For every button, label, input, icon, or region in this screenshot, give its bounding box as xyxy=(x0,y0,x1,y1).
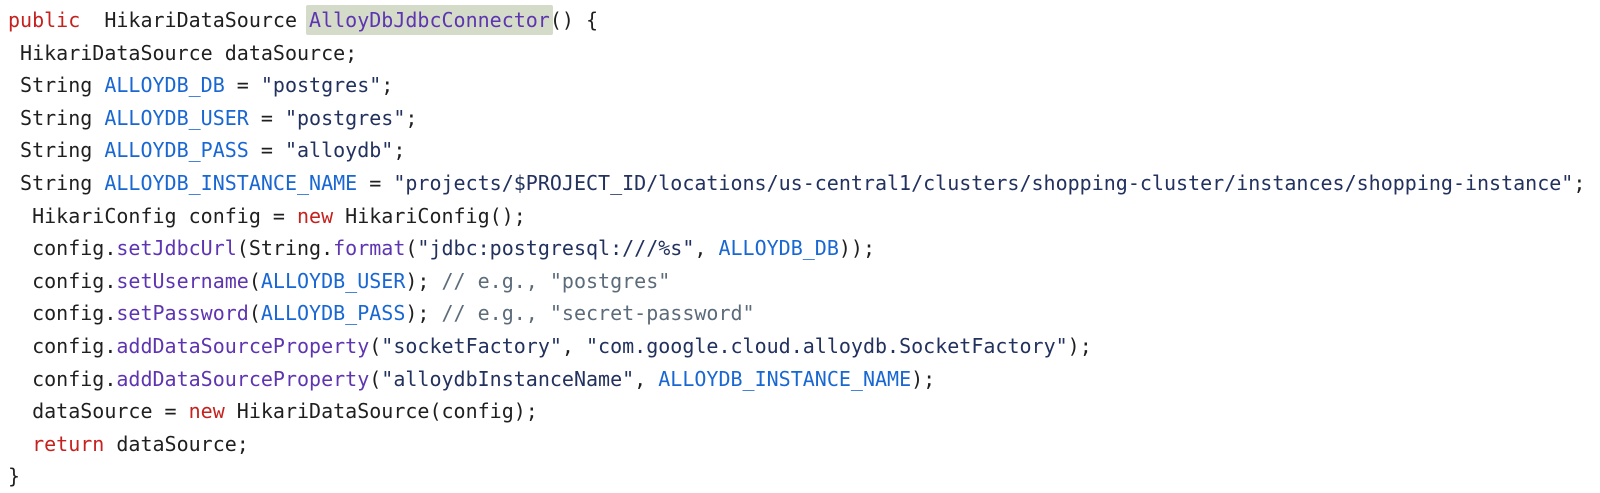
code-token-plain: config. xyxy=(8,268,117,293)
code-token-constant: ALLOYDB_PASS xyxy=(104,138,249,163)
code-token-string: "postgres" xyxy=(284,105,406,130)
code-token-plain: HikariDataSource dataSource; xyxy=(8,40,358,65)
code-line-13: dataSource = new HikariDataSource(config… xyxy=(8,395,1600,428)
code-token-plain: config. xyxy=(8,333,117,358)
code-token-plain: HikariDataSource(config); xyxy=(224,399,538,424)
code-token-keyword: return xyxy=(32,431,105,456)
code-line-14: return dataSource; xyxy=(8,428,1600,461)
code-token-plain: String xyxy=(8,105,105,130)
code-line-2: HikariDataSource dataSource; xyxy=(8,37,1600,70)
code-line-7: HikariConfig config = new HikariConfig()… xyxy=(8,200,1600,233)
code-token-plain: ( xyxy=(248,301,261,326)
code-line-15: } xyxy=(8,460,1600,493)
highlighted-symbol-token: AlloyDbJdbcConnector xyxy=(306,5,553,35)
code-token-plain: ; xyxy=(381,73,394,98)
code-token-plain: ); xyxy=(1067,333,1092,358)
code-token-plain: HikariConfig(); xyxy=(333,203,526,228)
code-token-constant: ALLOYDB_INSTANCE_NAME xyxy=(658,366,912,391)
code-token-method: format xyxy=(333,236,406,261)
code-line-1: public HikariDataSource AlloyDbJdbcConne… xyxy=(8,4,1600,37)
code-token-string: "socketFactory" xyxy=(381,333,562,358)
code-token-plain: ( xyxy=(405,236,418,261)
code-token-plain: , xyxy=(634,366,659,391)
code-token-constant: ALLOYDB_PASS xyxy=(260,301,406,326)
code-token-constant: ALLOYDB_USER xyxy=(260,268,406,293)
code-token-plain: config. xyxy=(8,236,117,261)
code-token-plain: ); xyxy=(405,268,442,293)
code-line-9: config.setUsername(ALLOYDB_USER); // e.g… xyxy=(8,265,1600,298)
code-token-string: "postgres" xyxy=(260,73,382,98)
code-token-string: "jdbc:postgresql:///%s" xyxy=(417,236,695,261)
code-token-string: "com.google.cloud.alloydb.SocketFactory" xyxy=(586,333,1068,358)
code-line-10: config.setPassword(ALLOYDB_PASS); // e.g… xyxy=(8,297,1600,330)
code-token-plain: (String. xyxy=(236,236,334,261)
code-line-4: String ALLOYDB_USER = "postgres"; xyxy=(8,102,1600,135)
code-line-3: String ALLOYDB_DB = "postgres"; xyxy=(8,69,1600,102)
code-token-plain: ; xyxy=(1573,170,1586,195)
code-token-keyword: public xyxy=(8,8,81,32)
code-token-plain: ); xyxy=(405,301,442,326)
code-token-constant: ALLOYDB_DB xyxy=(718,236,839,261)
code-token-method: setJdbcUrl xyxy=(116,236,237,261)
code-token-method: addDataSourceProperty xyxy=(116,333,370,358)
code-token-plain: dataSource; xyxy=(104,431,249,456)
code-token-plain: , xyxy=(561,333,587,358)
code-line-5: String ALLOYDB_PASS = "alloydb"; xyxy=(8,134,1600,167)
code-token-plain: ( xyxy=(248,268,261,293)
code-token-keyword: new xyxy=(188,399,225,424)
code-token-method: setPassword xyxy=(116,301,249,326)
code-line-12: config.addDataSourceProperty("alloydbIns… xyxy=(8,363,1600,396)
code-token-plain xyxy=(8,432,32,456)
code-token-constant: ALLOYDB_USER xyxy=(104,105,249,130)
code-token-string: "alloydb" xyxy=(284,138,394,163)
code-token-constant: ALLOYDB_INSTANCE_NAME xyxy=(104,170,358,195)
code-token-plain: = xyxy=(248,105,285,130)
code-token-string: "alloydbInstanceName" xyxy=(381,366,635,391)
code-token-plain: )); xyxy=(838,236,876,261)
code-line-6: String ALLOYDB_INSTANCE_NAME = "projects… xyxy=(8,167,1600,200)
code-token-plain: = xyxy=(224,73,261,98)
code-token-plain: , xyxy=(694,236,719,261)
code-token-plain: dataSource = xyxy=(8,399,189,424)
code-token-plain: String xyxy=(8,73,105,98)
code-token-plain: String xyxy=(8,170,105,195)
code-token-comment: // e.g., "secret-password" xyxy=(441,301,755,326)
code-token-method: addDataSourceProperty xyxy=(116,366,370,391)
code-token-method: setUsername xyxy=(116,268,249,293)
code-token-plain: ; xyxy=(393,138,406,163)
code-token-plain: = xyxy=(357,170,394,195)
code-token-plain: = xyxy=(248,138,285,163)
code-token-plain: String xyxy=(8,138,105,163)
code-token-plain: } xyxy=(8,464,21,489)
code-token-plain: config. xyxy=(8,301,117,326)
code-token-plain: ; xyxy=(405,105,418,130)
code-token-comment: // e.g., "postgres" xyxy=(441,268,671,293)
code-token-keyword: new xyxy=(296,203,334,228)
code-token-plain: config. xyxy=(8,366,117,391)
code-token-plain: ); xyxy=(911,366,936,391)
code-token-string: "projects/$PROJECT_ID/locations/us-centr… xyxy=(393,170,1574,195)
code-token-plain: ( xyxy=(369,366,382,391)
code-line-8: config.setJdbcUrl(String.format("jdbc:po… xyxy=(8,232,1600,265)
code-token-plain: ( xyxy=(369,333,382,358)
code-token-plain: HikariConfig config = xyxy=(8,203,297,228)
code-line-11: config.addDataSourceProperty("socketFact… xyxy=(8,330,1600,363)
code-token-plain: () { xyxy=(549,8,599,32)
code-token-constant: ALLOYDB_DB xyxy=(104,73,225,98)
code-token-plain: HikariDataSource xyxy=(80,8,310,32)
